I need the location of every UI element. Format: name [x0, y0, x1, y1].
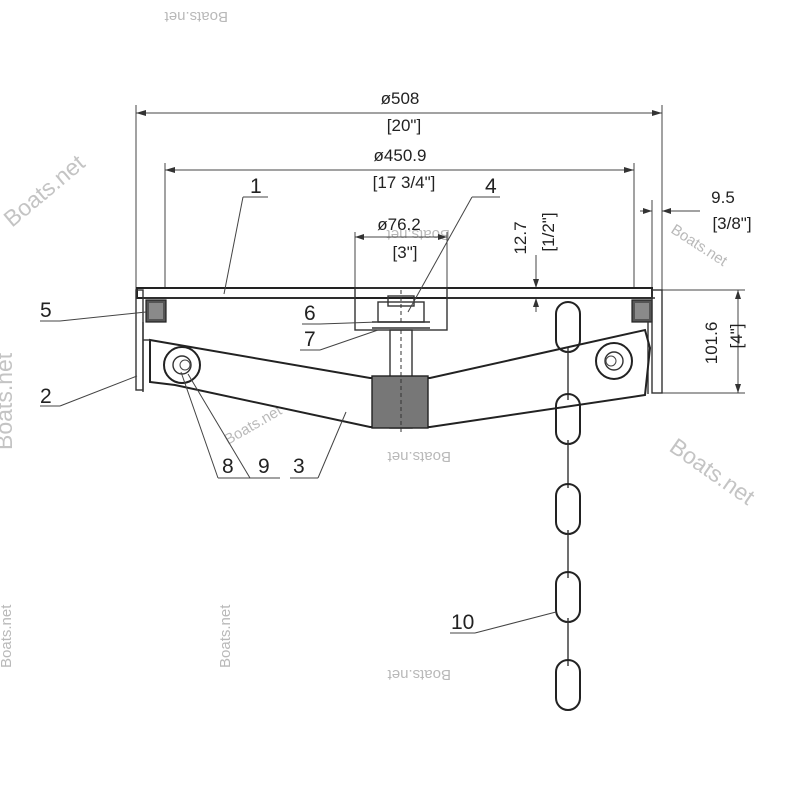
- watermark-left-rotated: Boats.net: [0, 149, 90, 232]
- callout-6: 6: [304, 302, 316, 325]
- callout-10: 10: [451, 611, 474, 634]
- outer-diameter-mm: ø508: [381, 89, 420, 108]
- seal-right: [631, 299, 653, 323]
- rim-width-dimension: 9.5 [3/8"]: [640, 188, 752, 290]
- callout-3: 3: [293, 455, 305, 478]
- right-pivot-bolt: [595, 342, 633, 380]
- callout-9: 9: [258, 455, 270, 478]
- watermark-center-small: Boats.net: [222, 402, 286, 449]
- outer-diameter-in: [20"]: [387, 116, 421, 135]
- inner-diameter-dimension: ø450.9 [17 3/4"]: [164, 146, 635, 288]
- callout-2: 2: [40, 385, 52, 408]
- watermark-mid-lower: Boats.net: [217, 604, 234, 668]
- seal-left: [145, 299, 167, 323]
- plate-thickness-in: [1/2"]: [539, 212, 558, 251]
- inner-diameter-in: [17 3/4"]: [373, 173, 436, 192]
- rim-width-mm: 9.5: [711, 188, 735, 207]
- watermark-center-mirrored: Boats.net: [387, 448, 451, 465]
- callout-5: 5: [40, 299, 52, 322]
- callout-1: 1: [250, 175, 262, 198]
- watermark-left-edge-upper: Boats.net: [0, 352, 17, 450]
- outer-diameter-dimension: ø508 [20"]: [135, 89, 663, 290]
- plate-thickness-mm: 12.7: [511, 221, 530, 254]
- left-pivot-bolt: [163, 346, 201, 384]
- hub-diameter-in: [3"]: [393, 243, 418, 262]
- watermark-hub-overlay: Boats.net: [386, 226, 450, 243]
- hub-assembly: [354, 287, 448, 435]
- callout-leaders: [40, 196, 557, 634]
- callout-7: 7: [304, 328, 316, 351]
- height-in: [4"]: [727, 324, 746, 349]
- inner-diameter-mm: ø450.9: [374, 146, 427, 165]
- watermark-right-rotated: Boats.net: [665, 433, 760, 510]
- hub-diameter-mm: ø76.2: [377, 215, 420, 234]
- chain: [555, 301, 581, 711]
- callout-8: 8: [222, 455, 234, 478]
- watermark-left-edge-lower: Boats.net: [0, 604, 15, 668]
- rim-width-in: [3/8"]: [712, 214, 751, 233]
- watermark-bottom-mirrored: Boats.net: [387, 666, 451, 683]
- height-mm: 101.6: [702, 322, 721, 365]
- callout-4: 4: [485, 175, 497, 198]
- plate-thickness-dimension: 12.7 [1/2"]: [511, 212, 558, 312]
- hub-diameter-dimension: ø76.2 [3"]: [354, 215, 448, 300]
- height-dimension: 101.6 [4"]: [652, 289, 746, 394]
- watermark-top: Boats.net: [164, 8, 228, 25]
